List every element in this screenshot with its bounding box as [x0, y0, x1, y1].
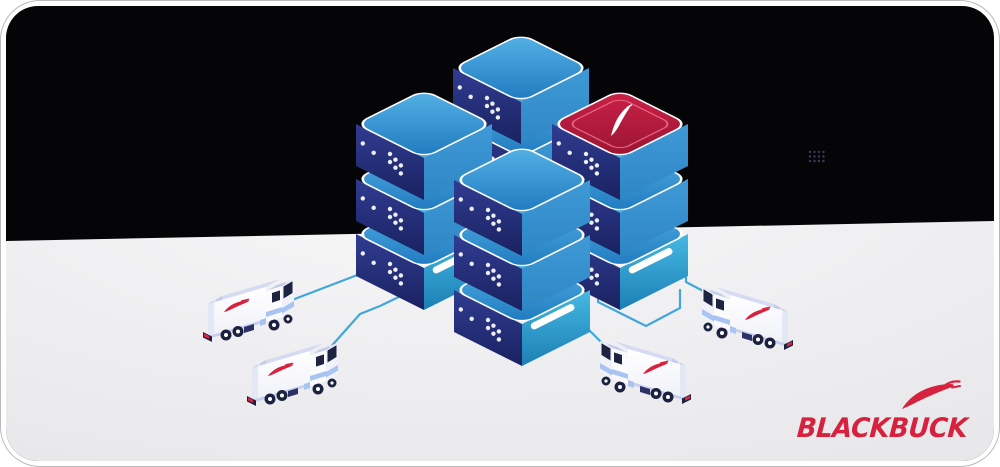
server-led-dot: [556, 141, 561, 146]
server-led-dot: [594, 281, 600, 286]
server-led-dot: [484, 95, 490, 101]
server-led-dot: [371, 205, 376, 211]
server-led-dot: [484, 103, 490, 109]
server-led-dot: [491, 213, 496, 218]
server-led-dot: [496, 274, 502, 279]
server-led-dot: [393, 212, 398, 217]
server-led-dot: [496, 219, 502, 224]
server-led-dot: [393, 157, 398, 162]
server-led-dot: [387, 269, 393, 275]
server-drive-slot: [628, 248, 673, 274]
server-led-dot: [594, 218, 600, 223]
server-led-dot: [594, 171, 600, 176]
server-right-face: [620, 179, 688, 255]
server-led-dot: [458, 197, 463, 202]
server-right-face: [522, 235, 590, 311]
server-led-dot: [393, 275, 398, 280]
server-top-face: [459, 148, 585, 212]
server-led-dot: [398, 226, 404, 231]
server-led-dot: [589, 212, 594, 217]
server-led-dot: [491, 276, 496, 281]
connection-left-upper: [290, 252, 362, 302]
server-led-dot: [398, 163, 404, 168]
server-led-dot: [594, 163, 600, 168]
server-led-dot: [398, 273, 404, 278]
server-led-dot: [387, 206, 393, 212]
server-led-dot: [589, 157, 594, 162]
server-top-face: [361, 92, 487, 156]
server-led-dot: [495, 107, 501, 112]
server-led-dot: [393, 220, 398, 225]
server-led-dot: [371, 150, 376, 156]
server-led-dot: [589, 275, 594, 280]
server-led-dot: [393, 267, 398, 272]
server-led-dot: [360, 251, 365, 256]
server-led-dot: [589, 267, 594, 272]
server-top-face-red: [557, 92, 683, 156]
server-led-dot: [594, 226, 600, 231]
server-top-face: [458, 36, 584, 100]
server-led-dot: [387, 151, 393, 157]
truck-upper-right: [701, 286, 794, 351]
server-led-dot: [496, 282, 502, 287]
server-drive-slot: [530, 304, 575, 330]
server-led-dot: [457, 85, 462, 90]
server-led-dot: [371, 260, 376, 266]
server-led-dot: [393, 165, 398, 170]
server-led-dot: [398, 281, 404, 286]
red-unit-inner-border: [571, 99, 669, 149]
server-led-dot: [491, 268, 496, 273]
server-led-dot: [387, 159, 393, 165]
server-led-dot: [360, 196, 365, 201]
server-led-dot: [490, 109, 495, 114]
blackbuck-buck-icon: [902, 380, 961, 409]
server-led-dot: [491, 221, 496, 226]
server-right-face: [521, 68, 589, 144]
truck-body: [202, 278, 295, 343]
server-led-dot: [485, 317, 491, 323]
server-led-dot: [594, 273, 600, 278]
server-led-dot: [485, 215, 491, 221]
decor-dot-grid: [808, 150, 825, 163]
server-led-dot: [495, 115, 501, 120]
server-led-dot: [491, 323, 496, 328]
server-led-dot: [398, 218, 404, 223]
server-led-dot: [589, 220, 594, 225]
truck-lower-left: [246, 342, 339, 407]
server-led-dot: [583, 151, 589, 157]
server-led-dot: [589, 165, 594, 170]
server-led-dot: [496, 329, 502, 334]
blackbuck-wordmark: BLACKBUCK: [795, 413, 969, 444]
server-led-dot: [496, 337, 502, 342]
server-led-dot: [496, 227, 502, 232]
server-led-dot: [490, 101, 495, 106]
server-led-dot: [567, 150, 572, 156]
server-led-dot: [485, 262, 491, 268]
server-led-dot: [360, 141, 365, 146]
server-led-dot: [387, 214, 393, 220]
server-led-dot: [485, 270, 491, 276]
server-right-face: [522, 180, 590, 256]
server-stack-front: [454, 148, 590, 366]
server-led-dot: [398, 171, 404, 176]
server-led-dot: [485, 207, 491, 213]
truck-upper-left: [202, 278, 295, 343]
server-led-dot: [469, 206, 474, 212]
server-led-dot: [468, 94, 473, 100]
server-led-dot: [458, 307, 463, 312]
server-cluster: [356, 36, 688, 366]
server-led-dot: [485, 325, 491, 331]
truck-lower-center: [599, 340, 692, 405]
truck-body: [246, 342, 339, 407]
server-right-face: [620, 124, 688, 200]
blackbuck-logo: BLACKBUCK: [796, 378, 972, 448]
server-led-dot: [469, 316, 474, 322]
server-led-dot: [469, 261, 474, 267]
server-led-dot: [458, 252, 463, 257]
server-led-dot: [491, 331, 496, 336]
server-led-dot: [583, 159, 589, 165]
server-right-face: [424, 124, 492, 200]
server-led-dot: [387, 261, 393, 267]
